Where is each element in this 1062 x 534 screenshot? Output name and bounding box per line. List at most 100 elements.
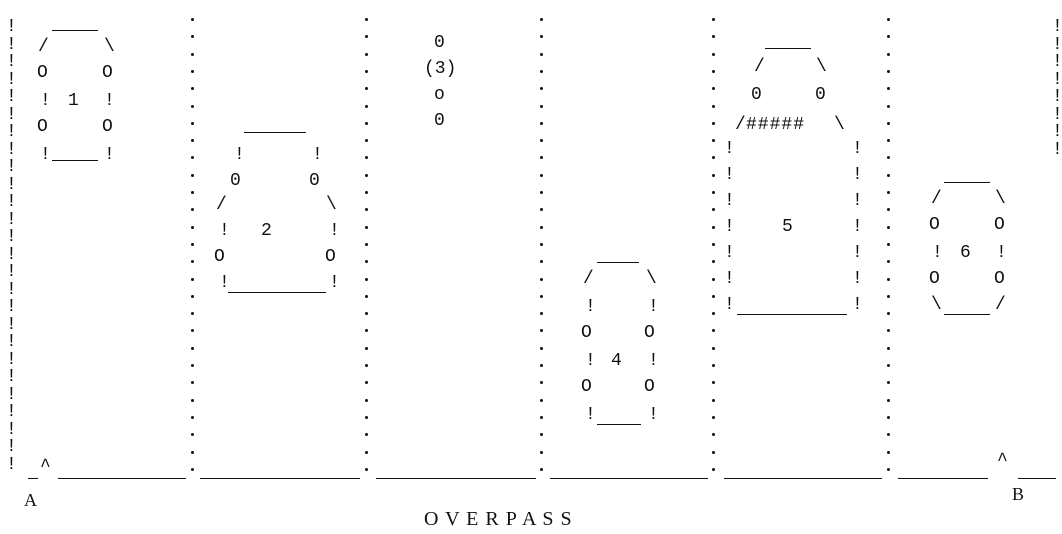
road-edge-line <box>376 478 536 479</box>
vehicle-side: ! <box>724 165 735 185</box>
divider-dot <box>712 35 715 39</box>
divider-dot <box>191 467 194 471</box>
divider-dot <box>887 312 890 316</box>
divider-dot <box>712 294 715 298</box>
vehicle-windshield: / <box>754 57 765 77</box>
divider-dot <box>365 415 368 419</box>
vehicle-side: ! <box>852 243 863 263</box>
vehicle-side: ! <box>932 243 943 263</box>
divider-dot <box>540 104 543 108</box>
divider-mark: ! <box>6 157 17 177</box>
vehicle-windshield: \ <box>646 269 657 289</box>
divider-mark: ! <box>1052 139 1062 160</box>
divider-dot <box>191 35 194 39</box>
divider-dot <box>712 312 715 316</box>
divider-dot <box>540 35 543 39</box>
vehicle-side: ! <box>585 297 596 317</box>
divider-dot <box>365 225 368 229</box>
vehicle-side: ! <box>585 351 596 371</box>
divider-dot <box>887 225 890 229</box>
vehicle-side: ! <box>852 191 863 211</box>
divider-dot <box>365 329 368 333</box>
divider-dot <box>712 18 715 21</box>
divider-dot <box>191 433 194 437</box>
divider-dot <box>191 450 194 454</box>
divider-dot <box>712 156 715 160</box>
divider-dot <box>365 87 368 91</box>
vehicle-side: ! <box>40 145 51 165</box>
vehicle-rear-edge: / <box>995 295 1006 315</box>
divider-dot <box>540 329 543 333</box>
divider-mark: ! <box>6 349 17 370</box>
vehicle-side: ! <box>219 221 230 241</box>
left-lane-divider: !!!!!!!!!!!!!!!!!!!!!!!!!! <box>6 17 17 473</box>
road-edge-line <box>200 478 360 479</box>
divider-dot <box>712 260 715 264</box>
wheel-icon: O <box>102 117 113 137</box>
divider-mark: ! <box>1052 52 1062 72</box>
divider-dot <box>540 139 543 143</box>
divider-dot <box>712 381 715 385</box>
vehicle-side: ! <box>996 243 1007 263</box>
vehicle-body-edge: / <box>216 195 227 215</box>
vehicle-roof <box>597 262 639 263</box>
divider-dot <box>887 329 890 333</box>
divider-dot <box>887 364 890 367</box>
vehicle-windshield: / <box>583 269 594 289</box>
divider-dot <box>712 104 715 108</box>
vehicle-side: ! <box>852 269 863 289</box>
divider-dot <box>712 173 715 177</box>
vehicle-number: 5 <box>782 217 793 237</box>
road-edge-line <box>58 478 186 479</box>
divider-mark: ! <box>1052 87 1062 107</box>
vehicle-roof <box>244 132 306 133</box>
wheel-icon: O <box>929 269 940 289</box>
vehicle-side: ! <box>648 297 659 317</box>
vehicle-number: (3) <box>424 59 457 79</box>
wheel-icon: 0 <box>751 85 762 105</box>
divider-dot <box>365 433 368 437</box>
divider-mark: ! <box>6 244 17 265</box>
divider-dot <box>712 242 715 246</box>
divider-dot <box>887 398 890 402</box>
vehicle-number: 6 <box>960 243 971 263</box>
divider-dot <box>365 121 368 125</box>
vehicle-side: ! <box>724 243 735 263</box>
wheel-icon: O <box>37 117 48 137</box>
divider-dot <box>540 415 543 419</box>
wheel-icon: O <box>581 377 592 397</box>
divider-dot <box>191 87 194 91</box>
divider-dot <box>712 433 715 437</box>
overpass-caption: O V E R P A S S <box>424 508 573 530</box>
divider-dot <box>887 433 890 437</box>
divider-dot <box>887 208 890 212</box>
vehicle-rear <box>737 314 847 315</box>
divider-mark: ! <box>6 17 17 37</box>
divider-dot <box>887 191 890 194</box>
divider-dot <box>712 364 715 367</box>
divider-mark: ! <box>6 332 17 352</box>
divider-dot <box>712 277 715 281</box>
divider-dot <box>887 346 890 350</box>
divider-dot <box>540 18 543 21</box>
divider-mark: ! <box>6 419 17 440</box>
divider-mark: ! <box>1052 34 1062 55</box>
rider-icon: o <box>434 85 445 105</box>
divider-dot <box>540 294 543 298</box>
divider-dot <box>191 69 194 73</box>
vehicle-side: ! <box>40 91 51 111</box>
divider-dot <box>712 225 715 229</box>
wheel-icon: O <box>644 323 655 343</box>
divider-dot <box>540 225 543 229</box>
wheel-icon: O <box>325 247 336 267</box>
dotted-lane-divider <box>191 18 195 478</box>
divider-dot <box>712 52 715 56</box>
vehicle-windshield: / <box>38 37 49 57</box>
divider-dot <box>540 121 543 125</box>
divider-mark: ! <box>6 209 17 230</box>
divider-dot <box>365 381 368 385</box>
divider-dot <box>540 173 543 177</box>
divider-dot <box>712 121 715 125</box>
divider-dot <box>191 225 194 229</box>
wheel-icon: O <box>37 63 48 83</box>
